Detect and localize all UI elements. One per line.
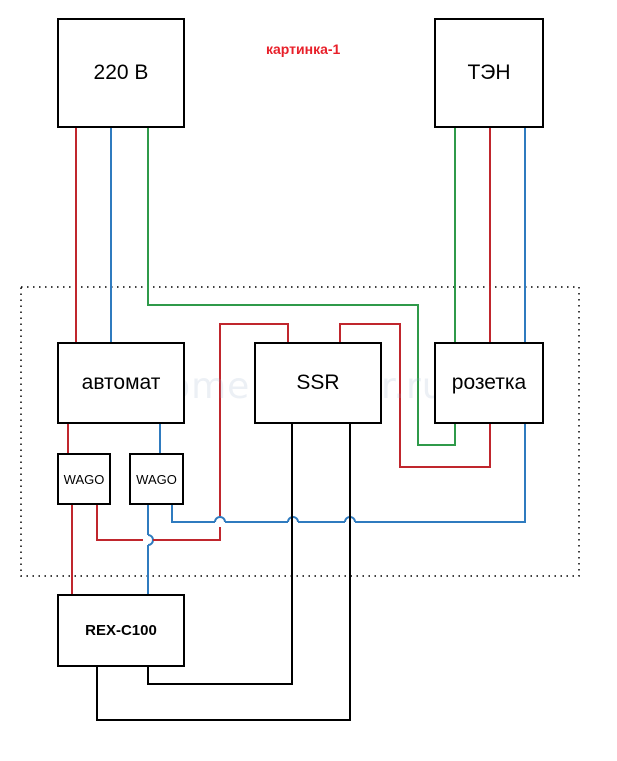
phase-wire-wago-ssr-b (153, 527, 221, 541)
neutral-wire-hop (147, 534, 154, 546)
heater-block: ТЭН (434, 18, 544, 128)
diagram-caption: картинка-1 (266, 41, 341, 57)
ssr-block: SSR (254, 342, 382, 424)
wago-right-block: WAGO (129, 453, 184, 505)
wago-left-block: WAGO (57, 453, 111, 505)
power-supply-block: 220 В (57, 18, 185, 128)
control-wire-2 (96, 424, 351, 721)
controller-block: REX-C100 (57, 594, 185, 667)
phase-wire-wago-ssr-c (219, 323, 289, 517)
neutral-wire-hop-red (214, 516, 226, 523)
phase-wire-wago-ssr-a (96, 505, 143, 541)
control-wire-1 (147, 424, 293, 685)
socket-block: розетка (434, 342, 544, 424)
breaker-block: автомат (57, 342, 185, 424)
phase-wire-ssr-socket (339, 323, 491, 468)
ground-wire-mains (147, 128, 456, 446)
neutral-wire-bus-a (171, 505, 215, 523)
neutral-wire-bus-d (355, 424, 526, 523)
enclosure-outline (20, 286, 580, 577)
